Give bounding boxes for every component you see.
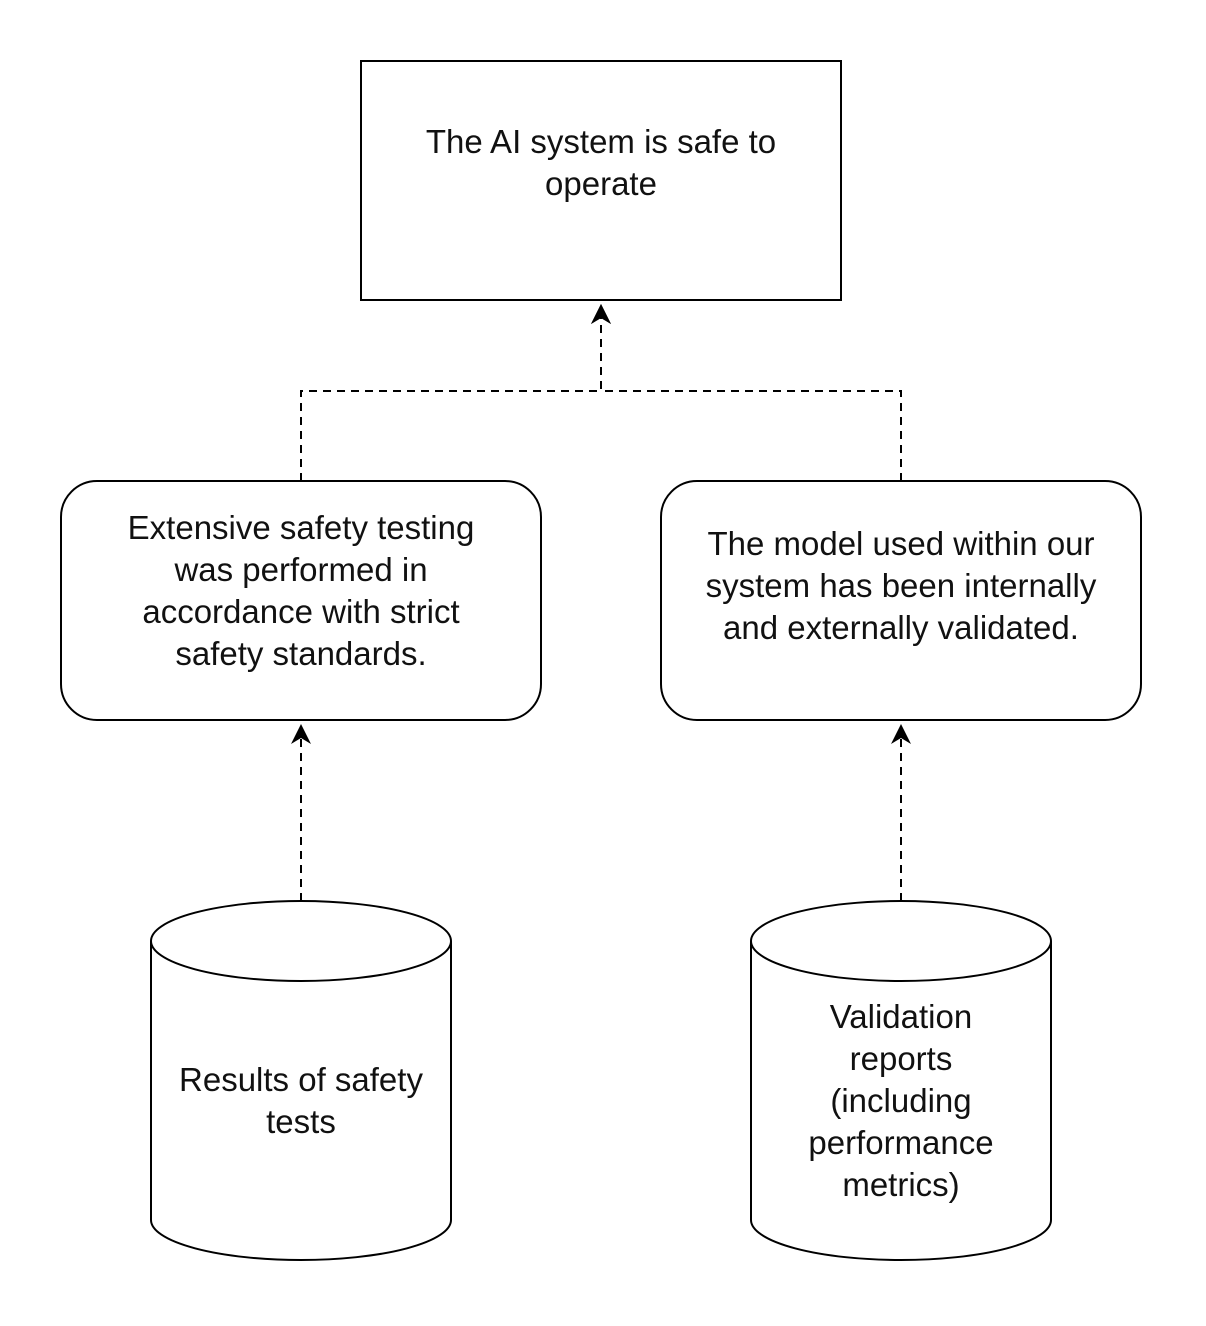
premise-right-text: The model used within our system has bee… bbox=[705, 524, 1097, 646]
evidence-left-cylinder bbox=[150, 900, 452, 1261]
connector-premise-right-to-claim bbox=[591, 304, 902, 481]
evidence-left-text: Results of safety tests bbox=[179, 1060, 423, 1140]
premise-left-text: Extensive safety testing was performed i… bbox=[127, 508, 475, 672]
claim-text: The AI system is safe to operate bbox=[425, 122, 777, 202]
evidence-right-text: Validation reports (including performanc… bbox=[808, 997, 994, 1203]
evidence-right-cylinder bbox=[750, 900, 1052, 1261]
claim-box bbox=[360, 60, 842, 301]
connector-premise-left-to-claim bbox=[300, 304, 611, 481]
